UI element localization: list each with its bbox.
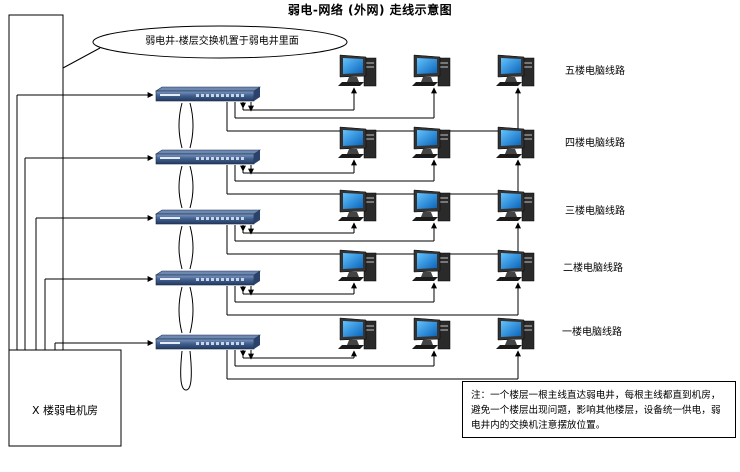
computer-3-3-desktop-computer-icon	[496, 189, 535, 222]
computer-4-3-desktop-computer-icon	[496, 126, 535, 159]
computer-1-3-desktop-computer-icon	[496, 317, 535, 350]
floor-label-2: 二楼电脑线路	[563, 263, 623, 274]
computer-1-1-desktop-computer-icon	[338, 317, 377, 350]
computer-4-1-desktop-computer-icon	[338, 126, 377, 159]
switch-2-network-switch-icon	[155, 270, 261, 286]
uplink-right-1	[189, 102, 194, 149]
floor-label-3: 三楼电脑线路	[565, 206, 625, 217]
switch-5-network-switch-icon	[155, 86, 261, 102]
uplink-left-4	[178, 286, 183, 334]
computer-2-2-desktop-computer-icon	[412, 249, 451, 282]
floor-5	[16, 54, 535, 350]
callout-label: 弱电井-楼层交换机置于弱电井里面	[145, 36, 299, 47]
switch-links	[178, 102, 194, 391]
floor-1	[54, 317, 535, 380]
uplink-left-1	[178, 102, 183, 149]
computer-2-1-desktop-computer-icon	[338, 249, 377, 282]
floor-4	[24, 126, 535, 350]
floor-2	[44, 249, 535, 350]
computer-2-3-desktop-computer-icon	[496, 249, 535, 282]
floor-label-5: 五楼电脑线路	[565, 66, 625, 77]
switch-3-network-switch-icon	[155, 209, 261, 225]
machine-room-box	[8, 349, 122, 447]
computer-5-3-desktop-computer-icon	[496, 54, 535, 87]
computer-1-2-desktop-computer-icon	[412, 317, 451, 350]
diagram-title: 弱电-网络 (外网) 走线示意图	[287, 3, 453, 17]
computer-3-2-desktop-computer-icon	[412, 189, 451, 222]
computer-3-1-desktop-computer-icon	[338, 189, 377, 222]
floors-layer	[16, 54, 535, 380]
uplink-left-3	[178, 225, 183, 270]
computer-5-1-desktop-computer-icon	[338, 54, 377, 87]
bottom-loop	[180, 350, 192, 391]
uplink-left-2	[178, 165, 183, 209]
note-box: 注：一个楼层一根主线直达弱电井，每根主线都直到机房，避免一个楼层出现问题，影响其…	[462, 381, 736, 438]
switch-1-network-switch-icon	[155, 334, 261, 350]
computer-4-2-desktop-computer-icon	[412, 126, 451, 159]
floor-label-1: 一楼电脑线路	[562, 327, 622, 338]
switch-4-network-switch-icon	[155, 149, 261, 165]
uplink-right-4	[189, 286, 194, 334]
callout-ellipse	[92, 25, 348, 59]
uplink-right-3	[189, 225, 194, 270]
callout-pointer	[62, 47, 101, 69]
floor-3	[35, 189, 535, 350]
computer-5-2-desktop-computer-icon	[412, 54, 451, 87]
floor-label-4: 四楼电脑线路	[565, 138, 625, 149]
machine-room-label: X 楼弱电机房	[31, 404, 99, 417]
uplink-right-2	[189, 165, 194, 209]
